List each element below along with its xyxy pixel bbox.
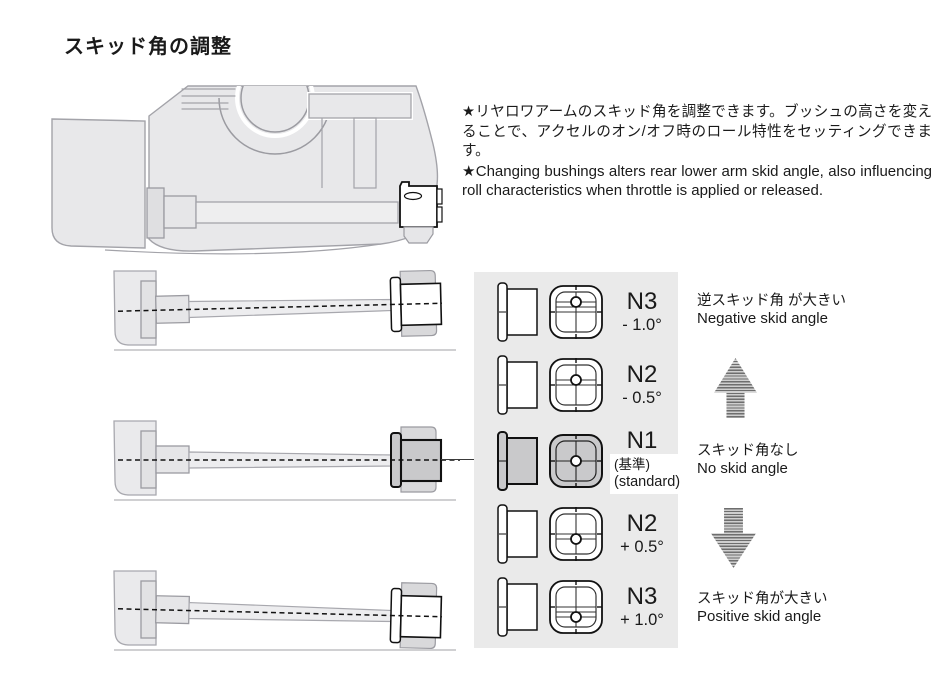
up-arrow-icon (714, 358, 757, 418)
bushing-name: N2 (626, 510, 658, 537)
intro-ja: ★リヤロワアームのスキッド角を調整できます。ブッシュの高さを変えることで、アクセ… (462, 104, 932, 159)
bushing-side-icon (497, 431, 538, 491)
bushing-side-icon (497, 282, 538, 342)
bushing-front-icon (549, 580, 603, 634)
standard-note-ja: (基準) (614, 457, 650, 472)
bushing-name: N2 (626, 361, 658, 388)
bushing-front-icon (549, 358, 603, 412)
down-arrow-icon (711, 508, 756, 568)
bushing-angle: - 1.0° (622, 316, 662, 334)
annotation-neutral: スキッド角なし No skid angle (697, 442, 933, 478)
chassis-illustration (51, 85, 443, 255)
arm-diagram-positive (113, 570, 456, 651)
page-title: スキッド角の調整 (64, 36, 232, 58)
bushing-front-icon (549, 434, 603, 488)
annotation-neutral-ja: スキッド角なし (697, 443, 799, 459)
bushing-name: N3 (626, 288, 658, 315)
bushing-front-icon (549, 285, 603, 339)
annotation-negative: 逆スキッド角 が大きい Negative skid angle (697, 292, 933, 328)
bushing-angle: - 0.5° (622, 389, 662, 407)
standard-note-en: (standard) (614, 474, 681, 490)
bushing-row-n2-pos: N2 + 0.5° (474, 501, 678, 567)
annotation-positive-ja: スキッド角が大きい (697, 591, 828, 607)
annotation-positive-en: Positive skid angle (697, 608, 822, 625)
bushing-row-n1-standard: N1 (基準) (standard) (474, 427, 696, 494)
arm-diagram-neutral (113, 420, 460, 501)
intro-en: ★Changing bushings alters rear lower arm… (462, 162, 932, 200)
bushing-angle: + 1.0° (620, 611, 664, 629)
bushing-side-icon (497, 355, 538, 415)
bushing-side-icon (497, 577, 538, 637)
standard-note: (基準) (standard) (610, 454, 696, 494)
annotation-neutral-en: No skid angle (697, 460, 788, 477)
bushing-row-n3-neg: N3 - 1.0° (474, 279, 678, 345)
intro-text: ★リヤロワアームのスキッド角を調整できます。ブッシュの高さを変えることで、アクセ… (462, 103, 932, 201)
bushing-side-icon (497, 504, 538, 564)
connector-line (441, 459, 499, 460)
bushing-angle: + 0.5° (620, 538, 664, 556)
bushing-panel: N3 - 1.0° N2 - 0.5° (474, 272, 696, 648)
bushing-name: N1 (626, 427, 658, 454)
annotation-negative-en: Negative skid angle (697, 310, 828, 327)
axis-dashed-line (117, 302, 442, 312)
arm-diagram-negative (113, 269, 456, 351)
bushing-row-n3-pos: N3 + 1.0° (474, 574, 678, 640)
bushing-block (399, 181, 438, 228)
annotation-positive: スキッド角が大きい Positive skid angle (697, 590, 933, 626)
bushing-front-icon (549, 507, 603, 561)
bushing-name: N3 (626, 583, 658, 610)
axis-dashed-line (117, 608, 442, 618)
annotation-negative-ja: 逆スキッド角 が大きい (697, 293, 847, 309)
bushing-row-n2-neg: N2 - 0.5° (474, 352, 678, 418)
